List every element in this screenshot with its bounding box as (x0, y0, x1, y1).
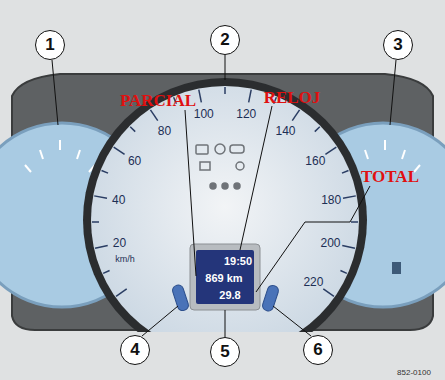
clock-readout: 19:50 (224, 256, 252, 267)
speed-number: 120 (236, 108, 256, 120)
part-label: RELOJ (264, 89, 321, 106)
speed-number: 20 (113, 237, 126, 249)
speed-number: 140 (276, 125, 296, 137)
speed-tick (351, 221, 358, 223)
trip-reset-knob (171, 284, 189, 312)
part-label: TOTAL (361, 168, 419, 185)
lcd-display (196, 250, 254, 304)
speed-tick (325, 147, 336, 154)
speed-tick (224, 87, 226, 94)
fuel-symbol (392, 262, 401, 274)
part-label: PARCIAL (120, 92, 196, 109)
speed-number: 220 (303, 276, 323, 288)
speed-number: 160 (305, 155, 325, 167)
odometer-readout: 29.8 (219, 290, 240, 301)
speed-ticks (92, 87, 358, 296)
speed-tick (150, 110, 157, 121)
clock-adjust-knob (261, 284, 279, 312)
speed-tick (199, 90, 202, 103)
speed-number: 200 (321, 237, 341, 249)
callout-number: 1 (35, 30, 65, 60)
gauge-ticks (25, 140, 95, 172)
callout-number: 4 (120, 335, 150, 365)
speed-tick (102, 171, 108, 174)
speedometer-ring (83, 78, 367, 332)
callout-number: 3 (383, 30, 413, 60)
speed-tick (130, 127, 135, 132)
callout-number: 2 (210, 25, 240, 55)
warning-lamps (196, 144, 244, 189)
speed-number: 60 (128, 155, 141, 167)
speed-tick (249, 90, 252, 103)
speed-tick (114, 147, 125, 154)
speed-tick (323, 289, 334, 296)
speed-tick (116, 289, 127, 296)
speed-number: 80 (158, 125, 171, 137)
speed-tick (94, 196, 107, 198)
speed-number: 180 (321, 194, 341, 206)
trip-readout: 869 km (205, 273, 242, 284)
callout-number: 6 (303, 335, 333, 365)
speed-unit: km/h (115, 255, 135, 264)
speedometer-face (91, 86, 359, 332)
speed-number: 100 (194, 108, 214, 120)
speed-tick (95, 246, 108, 249)
speed-tick (343, 196, 356, 198)
display-frame (190, 244, 260, 310)
speed-tick (92, 221, 99, 223)
figure-code: 852-0100 (397, 369, 431, 377)
speed-number: 40 (112, 194, 125, 206)
leader-lines (52, 55, 396, 337)
speed-tick (342, 171, 348, 174)
speed-tick (315, 127, 320, 132)
speed-tick (292, 110, 299, 121)
speed-tick (340, 271, 346, 274)
callout-number: 5 (210, 337, 240, 367)
speed-tick (342, 246, 355, 249)
speed-tick (103, 271, 109, 274)
